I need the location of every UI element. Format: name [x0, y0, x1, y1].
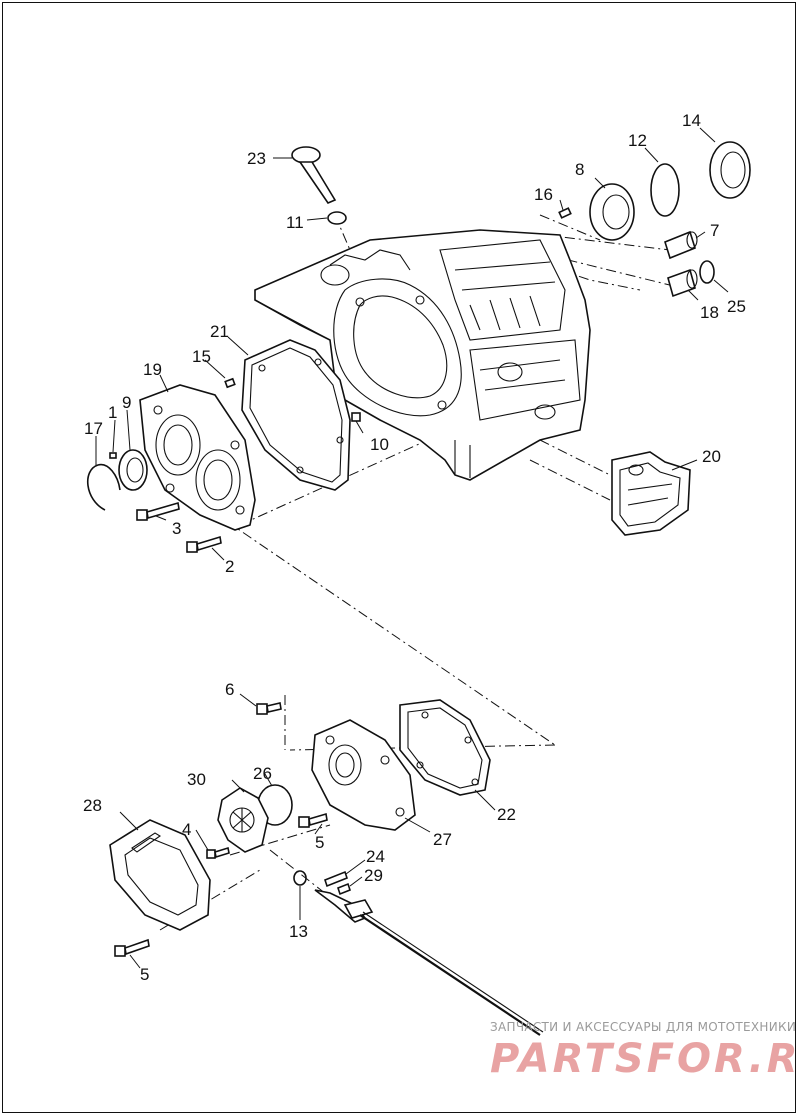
callout-8: 8	[575, 160, 584, 179]
callout-22: 22	[497, 805, 516, 824]
callout-14: 14	[682, 111, 701, 130]
callout-24: 24	[366, 847, 385, 866]
dipstick-cable	[314, 889, 544, 1036]
screw-3	[136, 501, 180, 521]
watermark-tagline: ЗАПЧАСТИ И АКСЕССУАРЫ ДЛЯ МОТОТЕХНИКИ	[490, 1020, 797, 1034]
callout-10: 10	[370, 435, 389, 454]
screw-5-lower	[114, 938, 150, 957]
needle-bearing-7	[664, 230, 698, 260]
callout-5-upper: 5	[315, 833, 324, 852]
callout-18: 18	[700, 303, 719, 322]
callout-6: 6	[225, 680, 234, 699]
door-gasket-21	[241, 339, 351, 491]
callout-13: 13	[289, 922, 308, 941]
vent-dipstick-23	[291, 146, 337, 204]
oil-seal-25	[699, 260, 715, 284]
callout-21: 21	[210, 322, 229, 341]
callout-30: 30	[187, 770, 206, 789]
cover-28	[109, 819, 211, 931]
screw-2	[186, 535, 222, 553]
callout-11: 11	[286, 213, 304, 232]
callout-12: 12	[628, 131, 647, 150]
switch-24	[324, 870, 348, 888]
callout-9: 9	[122, 393, 131, 412]
callout-23: 23	[247, 149, 266, 168]
screw-5-upper	[298, 812, 328, 828]
screw-4	[206, 846, 230, 859]
screw-6	[256, 702, 282, 715]
washer-29	[337, 882, 351, 896]
callout-20: 20	[702, 447, 721, 466]
callout-labels: 1 2 3 4 5 5 5 6 7 8 9 10 11 12 13 14 15 …	[83, 111, 746, 984]
pin-1	[109, 452, 117, 459]
callout-2: 2	[225, 557, 234, 576]
callout-27: 27	[433, 830, 452, 849]
bearing-9	[118, 449, 148, 491]
callout-29: 29	[364, 866, 383, 885]
screw-16	[558, 207, 572, 219]
leader-lines	[95, 127, 729, 969]
callout-7: 7	[710, 221, 719, 240]
watermark-logo: PARTSFOR.RU	[490, 1036, 800, 1082]
top-cover-27	[311, 719, 416, 831]
callout-1: 1	[108, 403, 117, 422]
callout-16: 16	[534, 185, 553, 204]
bottom-gasket-20	[611, 451, 691, 536]
door-assembly-19	[139, 384, 256, 531]
cover-gasket-22	[399, 699, 491, 796]
dowel-15	[224, 377, 236, 389]
bushing-18	[667, 268, 698, 298]
transmission-housing	[254, 229, 591, 481]
oil-seal-14	[709, 141, 751, 199]
callout-28: 28	[83, 796, 102, 815]
callout-3: 3	[172, 519, 181, 538]
o-ring-13	[293, 870, 307, 886]
callout-15: 15	[192, 347, 211, 366]
callout-4: 4	[182, 820, 191, 839]
retaining-ring-17	[86, 463, 121, 511]
dowel-10	[351, 412, 361, 422]
o-ring-11	[327, 211, 347, 225]
switch-assembly-30	[217, 787, 269, 853]
callout-17: 17	[84, 419, 103, 438]
retaining-ring-12	[650, 163, 680, 217]
callout-25: 25	[727, 297, 746, 316]
callout-19: 19	[143, 360, 162, 379]
callout-26: 26	[253, 764, 272, 783]
callout-5-lower: 5	[140, 965, 149, 984]
bearing-8	[589, 183, 635, 241]
